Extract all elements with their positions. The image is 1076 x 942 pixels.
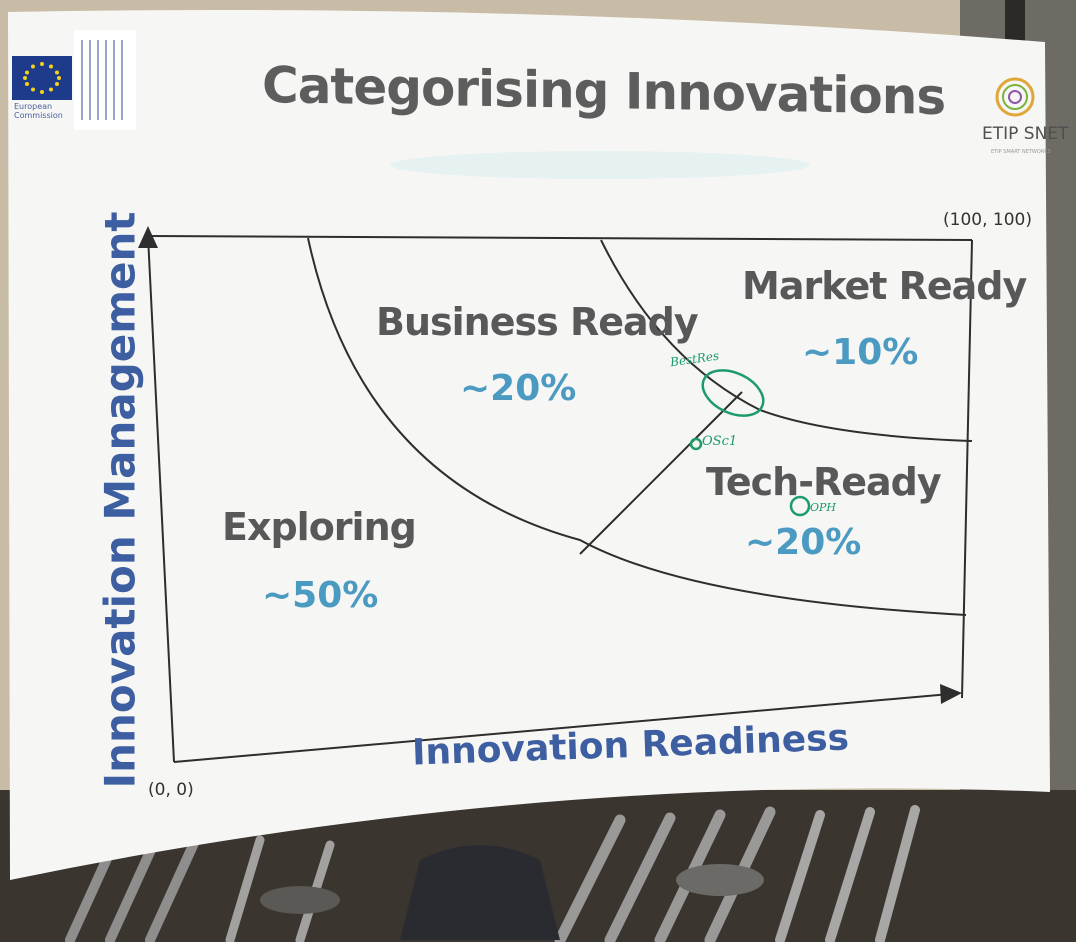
region-tech-share: ~20%: [745, 522, 862, 563]
etip-snet-tagline: ETIP SMART NETWORKS: [991, 149, 1051, 155]
annotation-oph: OPH: [810, 501, 837, 514]
origin-label: (0, 0): [148, 780, 194, 800]
handwritten-marks: [689, 369, 811, 517]
ec-line2: Commission: [14, 111, 63, 120]
region-market-name: Market Ready: [742, 264, 1027, 308]
region-tech-name: Tech-Ready: [706, 460, 942, 504]
bestres-circle: [701, 369, 765, 417]
chart-frame: [138, 226, 973, 763]
region-exploring-share: ~50%: [262, 575, 379, 616]
y-axis-arrowhead: [138, 226, 158, 248]
tech-business-divider: [579, 391, 743, 555]
annotation-osc1: OSc1: [702, 434, 738, 449]
exploring-boundary-curve: [307, 237, 967, 616]
etip-snet-name: ETIP SNET: [982, 124, 1069, 144]
european-commission-logo: [12, 30, 136, 130]
poster-title: Categorising Innovations: [262, 56, 946, 126]
region-market-share: ~10%: [802, 332, 919, 373]
etip-snet-logo-icon: [995, 77, 1035, 117]
region-business-share: ~20%: [460, 368, 577, 409]
y-axis-label: Innovation Management: [95, 211, 145, 789]
european-commission-text: European Commission: [14, 102, 63, 120]
max-label: (100, 100): [943, 210, 1032, 230]
ec-line1: European: [14, 102, 53, 111]
region-exploring-name: Exploring: [222, 505, 417, 549]
region-business-name: Business Ready: [376, 300, 699, 344]
poster-sheet: [8, 10, 1050, 880]
x-axis-arrowhead: [940, 684, 962, 704]
